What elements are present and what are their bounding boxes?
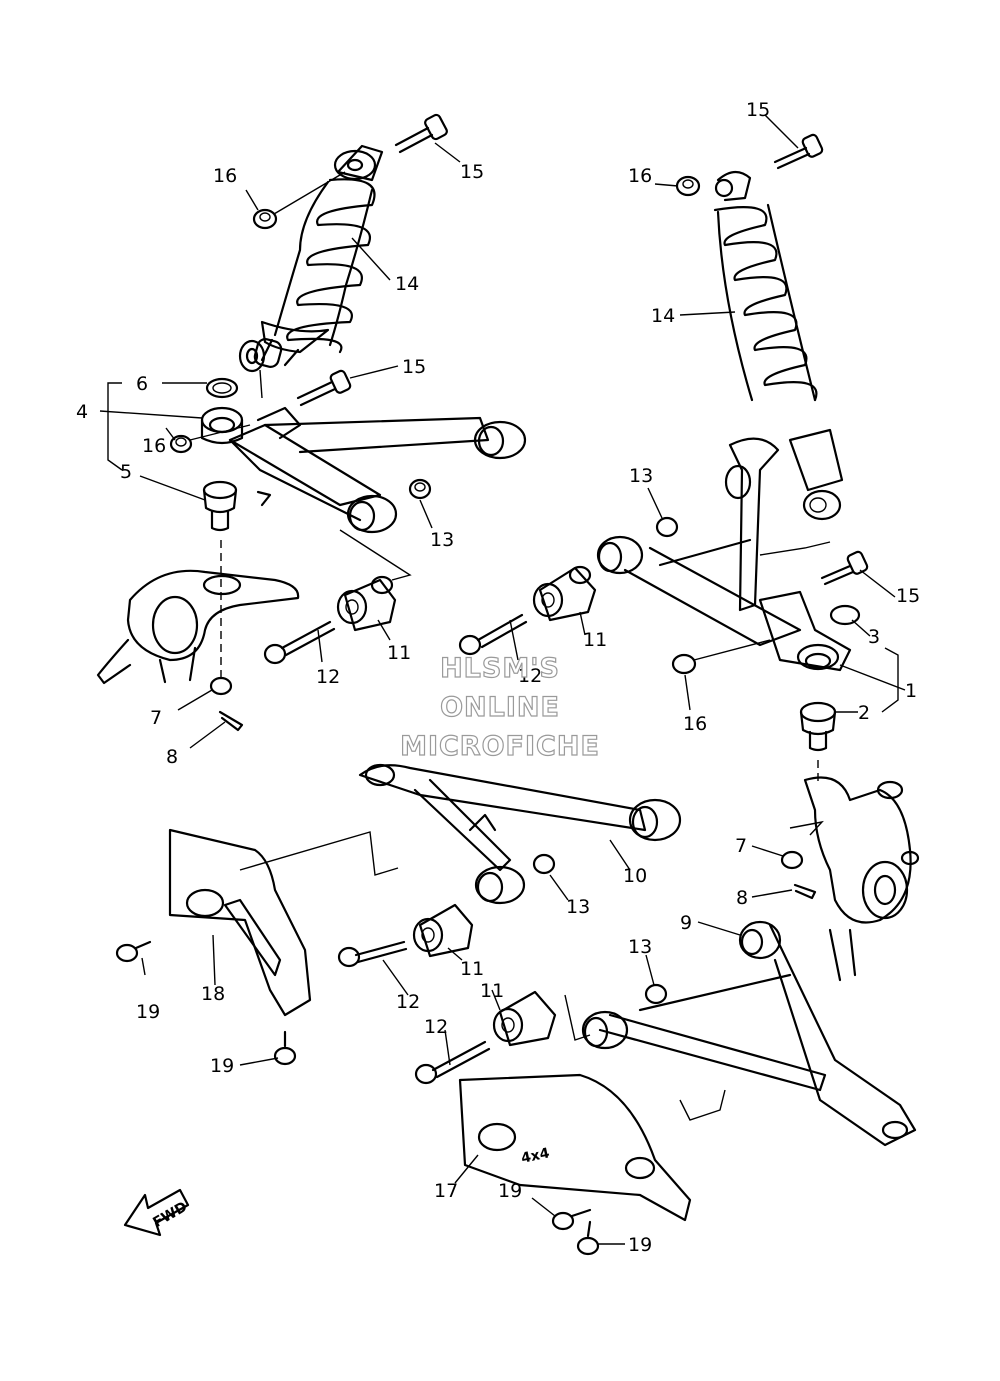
steering-knuckle-right (803, 760, 920, 982)
bolt-15-mid-left (296, 369, 352, 407)
bolt-19-b (273, 1030, 297, 1066)
part-callout-11: 11 (460, 958, 484, 980)
part-callout-13: 13 (629, 465, 653, 487)
watermark: HLSM'S ONLINE MICROFICHE (399, 652, 600, 762)
watermark-line-1: HLSM'S (440, 653, 560, 684)
nut-16-mid-left (169, 424, 251, 454)
bolt-12-top-left (263, 620, 336, 665)
watermark-line-3: MICROFICHE (400, 731, 600, 762)
upper-arm-left (228, 406, 527, 534)
nut-13-top-left (408, 478, 432, 500)
skid-guard-17: 4x4 (458, 1073, 692, 1222)
part-callout-12: 12 (518, 665, 542, 687)
nut-16-right (671, 639, 771, 675)
skid-guard-18 (168, 828, 312, 1017)
nut-13-top-right (655, 516, 679, 538)
bolt-19-a (115, 940, 152, 963)
part-callout-15: 15 (746, 99, 770, 121)
bushing-11-bottom-left (412, 903, 474, 958)
nut-13-bottom-left (532, 853, 556, 875)
shock-absorber-left (238, 144, 384, 373)
part-callout-15: 15 (460, 161, 484, 183)
ball-joint-left (200, 377, 244, 532)
part-callout-2: 2 (858, 702, 870, 724)
steering-knuckle-left (96, 569, 300, 685)
part-callout-19: 19 (498, 1180, 522, 1202)
cotter-pin-8-left (218, 710, 244, 732)
ball-joint-right (796, 604, 861, 752)
bolt-12-top-right (458, 613, 528, 656)
part-callout-17: 17 (434, 1180, 458, 1202)
part-callout-15: 15 (896, 585, 920, 607)
callout-labels-top-left: 15 16 14 6 15 4 16 5 13 11 12 7 8 (76, 161, 484, 768)
part-callout-8: 8 (166, 746, 178, 768)
part-callout-11: 11 (583, 629, 607, 651)
part-callout-3: 3 (868, 626, 880, 648)
part-callout-16: 16 (142, 435, 166, 457)
bolt-12-bottom-right (414, 1040, 491, 1085)
lower-arm-left (358, 763, 682, 905)
bushing-11-top-right (532, 565, 597, 622)
callout-labels-bottom: 10 13 7 8 9 11 12 19 18 13 11 12 19 17 1… (136, 835, 748, 1256)
nut-16-top-right (675, 175, 701, 197)
part-callout-12: 12 (424, 1016, 448, 1038)
part-callout-12: 12 (316, 666, 340, 688)
part-callout-5: 5 (120, 461, 132, 483)
part-callout-19: 19 (210, 1055, 234, 1077)
part-callout-14: 14 (651, 305, 675, 327)
part-callout-14: 14 (395, 273, 419, 295)
watermark-line-2: ONLINE (440, 692, 560, 723)
part-callout-13: 13 (566, 896, 590, 918)
decal-4x4-label: 4x4 (520, 1145, 551, 1167)
upper-arm-right (596, 437, 852, 672)
nut-7-left (209, 540, 233, 696)
part-callout-8: 8 (736, 887, 748, 909)
bushing-11-bottom-right (492, 990, 557, 1047)
leader-lines (99, 114, 906, 1245)
part-callout-18: 18 (201, 983, 225, 1005)
part-callout-7: 7 (735, 835, 747, 857)
callout-labels-top-right: 15 16 14 13 15 3 11 12 1 16 2 (518, 99, 920, 735)
lower-arm-right (581, 920, 917, 1147)
bolt-12-bottom-left (337, 940, 408, 968)
cotter-pin-8-right (793, 883, 817, 900)
shock-absorber-right (713, 170, 844, 521)
part-callout-4: 4 (76, 401, 88, 423)
bolt-19-c (551, 1208, 592, 1231)
part-callout-10: 10 (623, 865, 647, 887)
nut-16-top-left (252, 208, 278, 230)
part-callout-19: 19 (136, 1001, 160, 1023)
fwd-arrow-icon: FWD (123, 1188, 190, 1237)
part-callout-6: 6 (136, 373, 148, 395)
assembly-lines (239, 369, 831, 1121)
part-callout-7: 7 (150, 707, 162, 729)
part-callout-15: 15 (402, 356, 426, 378)
part-callout-11: 11 (387, 642, 411, 664)
part-callout-1: 1 (905, 680, 917, 702)
bolt-19-d (576, 1220, 600, 1256)
part-callout-11: 11 (480, 980, 504, 1002)
bolt-15-top-left (394, 113, 448, 154)
part-callout-9: 9 (680, 912, 692, 934)
nut-7-right (780, 850, 804, 870)
part-callout-13: 13 (628, 936, 652, 958)
part-callout-12: 12 (396, 991, 420, 1013)
part-callout-16: 16 (628, 165, 652, 187)
part-callout-19: 19 (628, 1234, 652, 1256)
bolt-15-top-right (773, 133, 824, 170)
part-callout-16: 16 (213, 165, 237, 187)
nut-13-bottom-right (644, 983, 668, 1005)
part-callout-16: 16 (683, 713, 707, 735)
bushing-11-top-left (336, 575, 397, 632)
bolt-15-right (820, 550, 869, 586)
part-callout-13: 13 (430, 529, 454, 551)
